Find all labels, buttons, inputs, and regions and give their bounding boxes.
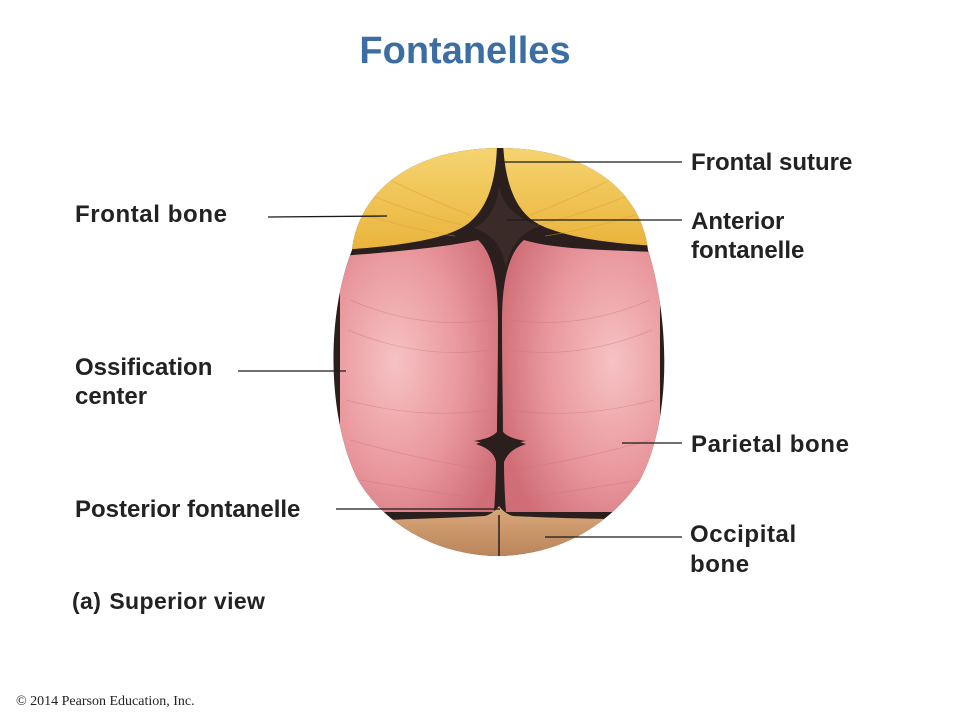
label-anterior-fontanelle-line1: Anterior xyxy=(691,208,785,235)
caption-prefix: (a) xyxy=(72,588,102,614)
label-anterior-fontanelle-line2: fontanelle xyxy=(691,237,805,264)
page-title: Fontanelles xyxy=(359,30,571,72)
posterior-fontanelle xyxy=(474,425,526,458)
label-parietal-bone: Parietal bone xyxy=(691,431,850,458)
parietal-bone-left xyxy=(340,240,498,512)
figure-caption: (a) Superior view xyxy=(72,588,265,615)
label-occipital-bone-line1: Occipital xyxy=(690,521,797,548)
parietal-bone-right xyxy=(502,240,660,512)
label-posterior-fontanelle: Posterior fontanelle xyxy=(75,496,301,523)
label-frontal-suture: Frontal suture xyxy=(691,149,853,176)
label-frontal-bone: Frontal bone xyxy=(75,201,228,228)
copyright-notice: © 2014 Pearson Education, Inc. xyxy=(16,694,195,709)
anterior-fontanelle xyxy=(474,186,540,268)
label-ossification-center-line2: center xyxy=(75,383,148,410)
caption-text: Superior view xyxy=(109,588,266,614)
label-occipital-bone-line2: bone xyxy=(690,551,750,578)
label-ossification-center-line1: Ossification xyxy=(75,354,213,381)
